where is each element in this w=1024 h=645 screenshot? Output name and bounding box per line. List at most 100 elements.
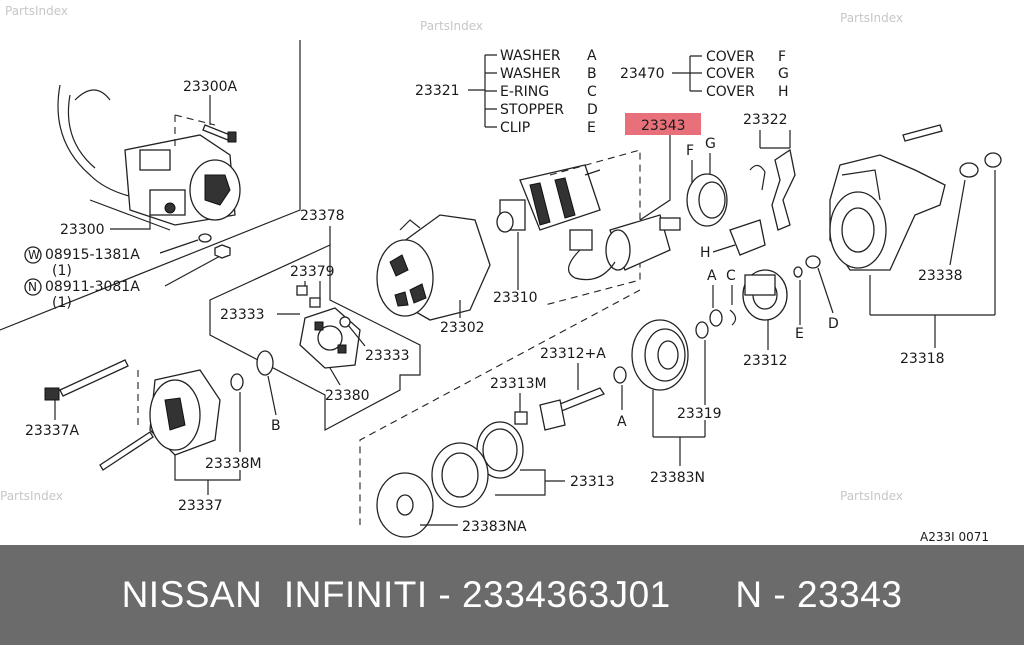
brush-spring-23379 (296, 285, 308, 296)
legend-23321-item-letter: E (587, 120, 596, 136)
leader-line (712, 244, 736, 253)
clip-E (793, 266, 803, 278)
part-number-banner: NISSAN INFINITI - 2334363J01 N - 23343 (0, 545, 1024, 645)
leader-line (759, 130, 791, 149)
leader-line (712, 285, 733, 308)
callout-23337: 23337 (178, 498, 223, 514)
bolt-head (44, 387, 60, 401)
legend-23321-item-letter: C (587, 84, 597, 100)
legend-23321-item-name: CLIP (500, 120, 530, 136)
gear-case-23318 (829, 154, 946, 271)
leader-dash (359, 289, 641, 525)
label-A: A (707, 268, 717, 284)
legend-23470-item-name: COVER (706, 66, 755, 82)
brush-holder-group-frame (209, 244, 421, 431)
callout-23343: 23343 (641, 118, 686, 134)
callout-23333-right: 23333 (365, 348, 410, 364)
callout-n-quantity: (1) (52, 295, 72, 311)
legend-23470-item-letter: G (778, 66, 789, 82)
pinion-23312 (742, 269, 788, 321)
planet-gear-23313M (514, 411, 528, 425)
callout-23300: 23300 (60, 222, 105, 238)
watermark: PartsIndex (420, 19, 483, 33)
internal-gear-23383N (631, 319, 689, 391)
legend-23321-item-name: E-RING (500, 84, 549, 100)
legend-23321-item-name: STOPPER (500, 102, 564, 118)
legend-23321-item-letter: A (587, 48, 597, 64)
leader-line (817, 267, 834, 314)
legend-23470-code: 23470 (620, 66, 665, 82)
highlight-23343 (625, 113, 701, 135)
through-bolt (902, 124, 943, 142)
cover-G (698, 181, 726, 219)
label-G: G (705, 136, 716, 152)
leader-line (110, 215, 151, 230)
bushing-23338M (230, 373, 244, 391)
legend-23321-item-letter: D (587, 102, 598, 118)
washer-A-shaft (613, 366, 627, 384)
watermark: PartsIndex (840, 11, 903, 25)
callout-23319: 23319 (677, 406, 722, 422)
callout-23333-left: 23333 (220, 307, 265, 323)
leader-line (639, 135, 671, 221)
legend-23321-item-name: WASHER (500, 66, 561, 82)
leader-line (164, 254, 223, 287)
rear-cover-23337 (149, 369, 221, 456)
screw-23337 (99, 431, 154, 471)
callout-23302: 23302 (440, 320, 485, 336)
packing-inner (482, 428, 518, 472)
bushing-23338 (959, 162, 979, 178)
label-B: B (271, 418, 281, 434)
e-ring-C (729, 309, 737, 326)
bolt-23300A (202, 124, 237, 143)
callout-23322: 23322 (743, 112, 788, 128)
washer-08915 (198, 233, 212, 243)
label-D: D (828, 316, 839, 332)
leader-dash (544, 149, 641, 306)
callout-23312-plus-A: 23312+A (540, 346, 606, 362)
magnetic-switch-23343 (568, 214, 681, 281)
label-E: E (795, 326, 804, 342)
callout-23379: 23379 (290, 264, 335, 280)
cover-H (729, 219, 766, 256)
label-H: H (700, 245, 711, 261)
shift-lever-23322 (771, 148, 796, 231)
callout-23378: 23378 (300, 208, 345, 224)
leader-dash (174, 114, 216, 126)
legend-23321-code: 23321 (415, 83, 460, 99)
legend-23321-item-name: WASHER (500, 48, 561, 64)
starter-motor-exploded-diagram: PartsIndex PartsIndex PartsIndex PartsIn… (0, 4, 1002, 544)
callout-23310: 23310 (493, 290, 538, 306)
nut-08911 (214, 244, 231, 259)
legend-23321-item-letter: B (587, 66, 597, 82)
brush-holder-plate-23380 (299, 307, 361, 369)
callout-23337A: 23337A (25, 423, 80, 439)
engine-section-divider (0, 40, 301, 331)
armature-23310 (496, 164, 601, 233)
callout-23313: 23313 (570, 474, 615, 490)
brush-lead-23333 (339, 316, 351, 328)
washer-symbol-icon (24, 246, 42, 264)
legend-23470-item-letter: F (778, 49, 786, 65)
leader-line (159, 239, 199, 254)
callout-23383NA: 23383NA (462, 519, 527, 535)
watermark: PartsIndex (5, 4, 68, 18)
watermark: PartsIndex (0, 489, 63, 503)
dust-cover (984, 152, 1002, 168)
lever-spring (749, 164, 766, 191)
watermark: PartsIndex (840, 489, 903, 503)
leader-line (495, 469, 565, 496)
starter-assembly-illustration (57, 84, 241, 231)
callout-08911-3081A: 08911-3081A (45, 279, 140, 295)
callout-w-quantity: (1) (52, 263, 72, 279)
shaft-gear (539, 399, 566, 431)
leader-line (347, 324, 366, 347)
yoke-23302 (376, 214, 491, 321)
nut-symbol-icon (24, 278, 42, 296)
callout-23312: 23312 (743, 353, 788, 369)
leader-line (869, 170, 996, 348)
legend-bracket (468, 54, 497, 128)
callout-23338: 23338 (918, 268, 963, 284)
diagram-code: A233I 0071 (920, 530, 989, 544)
brush-spring-23379 (309, 297, 321, 308)
